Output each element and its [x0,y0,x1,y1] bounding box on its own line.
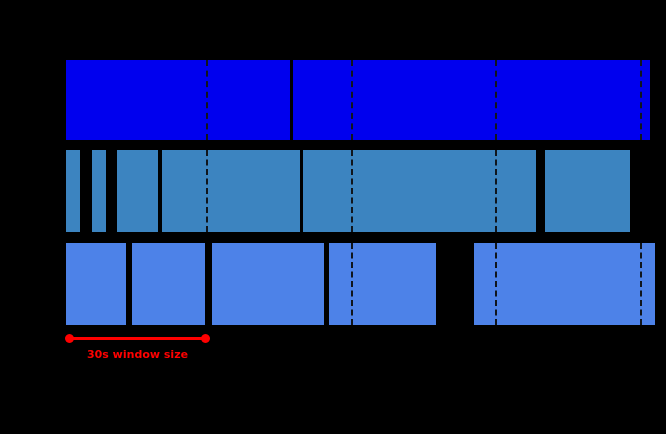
window-boundary-line [640,60,642,140]
window-size-bracket-cap-left [65,334,74,343]
timeline-segment[interactable] [212,243,324,325]
timeline-segment[interactable] [162,150,300,232]
window-boundary-line [351,243,353,325]
window-boundary-line [206,150,208,232]
window-boundary-line [206,60,208,140]
timeline-segment[interactable] [117,150,158,232]
window-boundary-line [495,150,497,232]
window-size-label: 30s window size [87,348,189,361]
window-boundary-line [351,60,353,140]
timeline-segment[interactable] [303,150,536,232]
timeline-segment[interactable] [66,150,80,232]
timeline-segment[interactable] [66,243,126,325]
window-boundary-line [495,243,497,325]
timeline-segment[interactable] [474,243,655,325]
timeline-track-2 [0,150,666,232]
window-size-bracket-cap-right [201,334,210,343]
timeline-segment[interactable] [329,243,436,325]
timeline-track-1 [0,60,666,140]
timeline-segment[interactable] [92,150,106,232]
timeline-track-3 [0,243,666,325]
timeline-segment[interactable] [66,60,290,140]
window-boundary-line [351,150,353,232]
timeline-segment[interactable] [293,60,650,140]
window-boundary-line [495,60,497,140]
window-boundary-line [640,243,642,325]
timeline-segment[interactable] [132,243,205,325]
window-size-bracket-line [69,337,205,340]
timeline-segment[interactable] [545,150,630,232]
